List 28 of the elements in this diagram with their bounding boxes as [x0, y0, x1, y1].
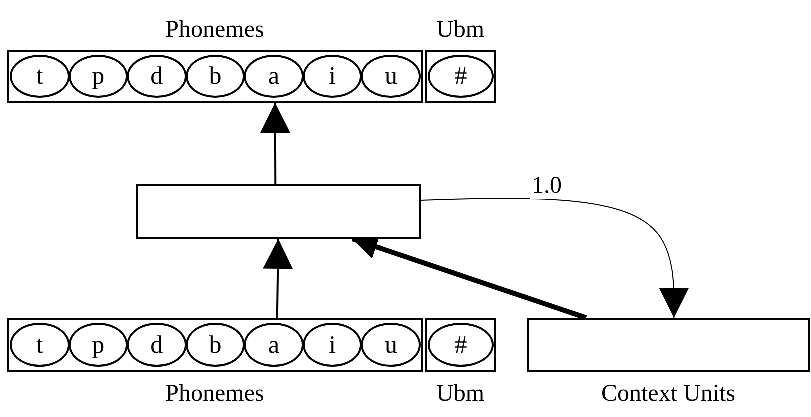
arrow	[420, 198, 690, 318]
unit-circle: p	[68, 55, 128, 98]
layer-label: Ubm	[436, 18, 484, 42]
unit-group-box	[7, 50, 423, 103]
unit-circle: a	[244, 55, 304, 98]
unit-circle: #	[428, 323, 494, 367]
layer-box	[527, 318, 810, 372]
arrow	[260, 103, 290, 184]
unit-circle: b	[186, 323, 246, 367]
arrow	[263, 238, 294, 318]
unit-circle: #	[428, 55, 494, 98]
unit-circle: u	[361, 55, 421, 98]
unit-circle: d	[127, 323, 187, 367]
layer-label: Phonemes	[166, 382, 264, 406]
unit-circle: i	[302, 55, 362, 98]
layer-box	[136, 184, 421, 239]
layer-label: Phonemes	[166, 18, 264, 42]
unit-circle: a	[244, 323, 304, 367]
unit-circle: b	[186, 55, 246, 98]
layer-label: Context Units	[601, 382, 736, 406]
unit-circle: u	[361, 323, 421, 367]
unit-circle: t	[10, 55, 70, 98]
unit-circle: t	[10, 323, 70, 367]
unit-circle: i	[302, 323, 362, 367]
unit-circle: d	[127, 55, 187, 98]
unit-circle: p	[68, 323, 128, 367]
layer-label: Ubm	[436, 382, 484, 406]
unit-group-box	[7, 318, 423, 372]
